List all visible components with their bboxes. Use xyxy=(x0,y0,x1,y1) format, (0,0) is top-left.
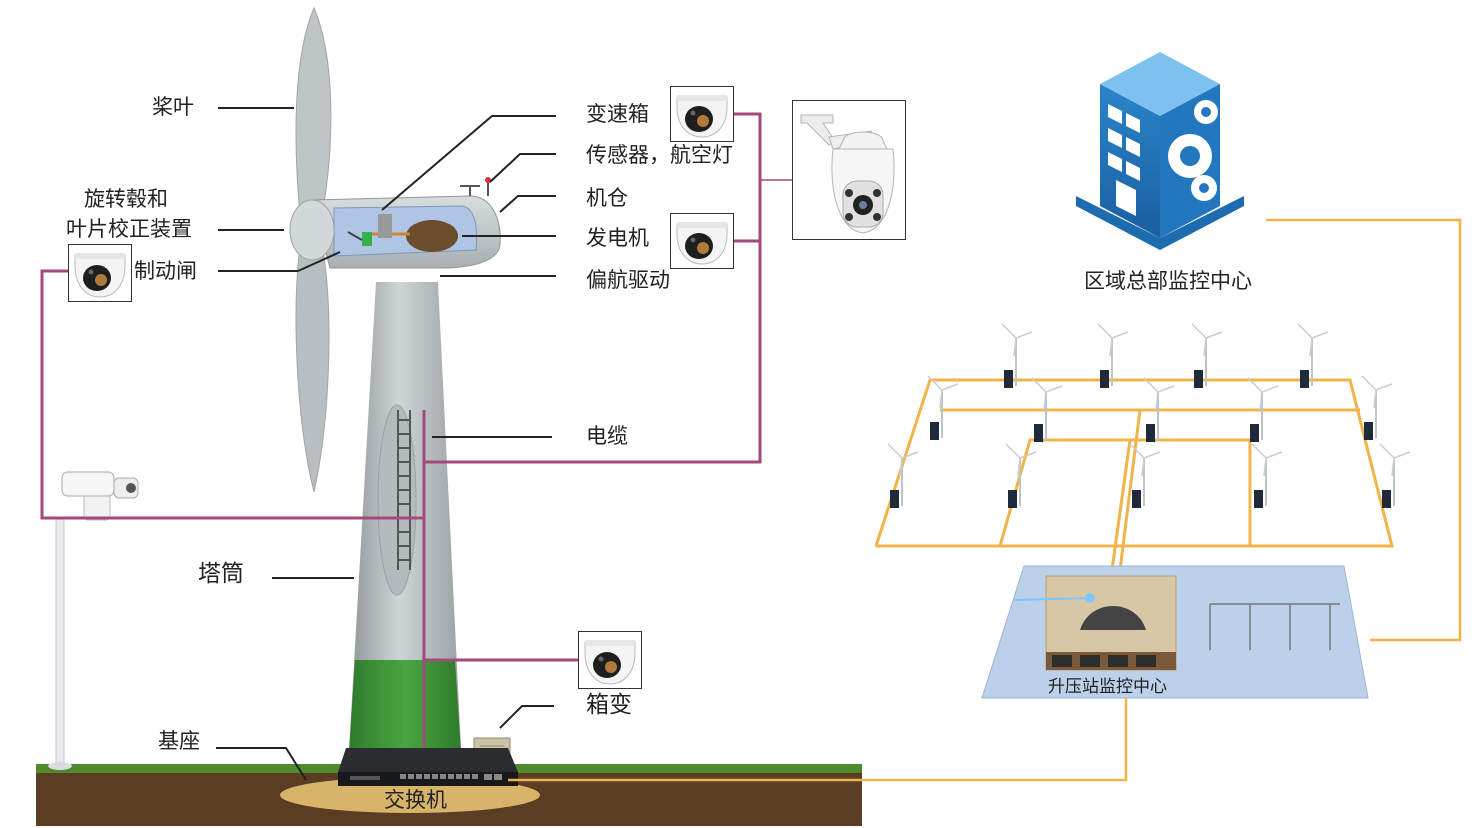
wind-turbine-icon xyxy=(1247,377,1279,442)
label-hub-line1: 旋转毂和 xyxy=(84,187,168,211)
label-switch: 交换机 xyxy=(384,788,447,812)
label-yaw: 偏航驱动 xyxy=(586,268,670,292)
dome-camera-icon xyxy=(670,86,734,142)
wind-turbine-icon xyxy=(1031,377,1063,442)
leader-lines xyxy=(216,107,556,781)
label-gearbox: 变速箱 xyxy=(586,102,649,126)
label-generator: 发电机 xyxy=(586,226,649,250)
label-nacelle: 机仓 xyxy=(586,186,628,210)
dome-camera-icon xyxy=(670,213,734,269)
label-box-transformer: 箱变 xyxy=(586,692,632,718)
gearbox-box xyxy=(378,214,392,238)
blade-top xyxy=(295,6,332,216)
label-blade: 桨叶 xyxy=(152,95,194,119)
wind-turbine-icon xyxy=(1361,375,1393,440)
wind-turbine-icon xyxy=(1297,323,1329,388)
wind-turbine-icon xyxy=(1143,377,1175,442)
label-sensor: 传感器，航空灯 xyxy=(586,143,733,167)
substation-platform xyxy=(981,565,1369,699)
label-brake: 制动闸 xyxy=(134,259,197,283)
label-tower: 塔筒 xyxy=(198,561,244,587)
hub xyxy=(289,199,335,261)
farm-network xyxy=(874,378,1394,571)
wind-turbine-icon xyxy=(1097,323,1129,388)
label-cable: 电缆 xyxy=(586,424,628,448)
label-regional-hq: 区域总部监控中心 xyxy=(1084,269,1252,293)
ptz-camera-icon xyxy=(792,100,906,240)
wind-turbine-icon xyxy=(1129,443,1161,508)
network-switch-icon xyxy=(338,748,518,786)
building-gear-icon xyxy=(1076,52,1244,250)
camera-links xyxy=(40,112,792,760)
wind-turbine-icon xyxy=(1379,443,1411,508)
brake-block xyxy=(362,232,372,246)
farm-turbines xyxy=(887,323,1411,508)
dome-camera-icon xyxy=(68,244,132,302)
bullet-camera-icon xyxy=(48,471,139,770)
fiber-links xyxy=(508,218,1462,782)
wind-turbine-icon xyxy=(1001,323,1033,388)
label-hub-line2: 叶片校正装置 xyxy=(66,217,192,241)
generator-drum xyxy=(406,220,458,252)
wind-turbine-icon xyxy=(1191,323,1223,388)
wind-turbine-icon xyxy=(927,375,959,440)
wind-turbine-icon xyxy=(887,443,919,508)
tower-base-band xyxy=(348,660,462,768)
sensor-mast xyxy=(460,180,489,196)
label-substation: 升压站监控中心 xyxy=(1048,677,1167,697)
ladder xyxy=(397,410,411,570)
dome-camera-icon xyxy=(578,631,642,689)
wind-turbine-icon xyxy=(1251,443,1283,508)
blade-bottom xyxy=(295,244,330,493)
label-base: 基座 xyxy=(158,729,200,753)
wind-turbine-icon xyxy=(1005,443,1037,508)
